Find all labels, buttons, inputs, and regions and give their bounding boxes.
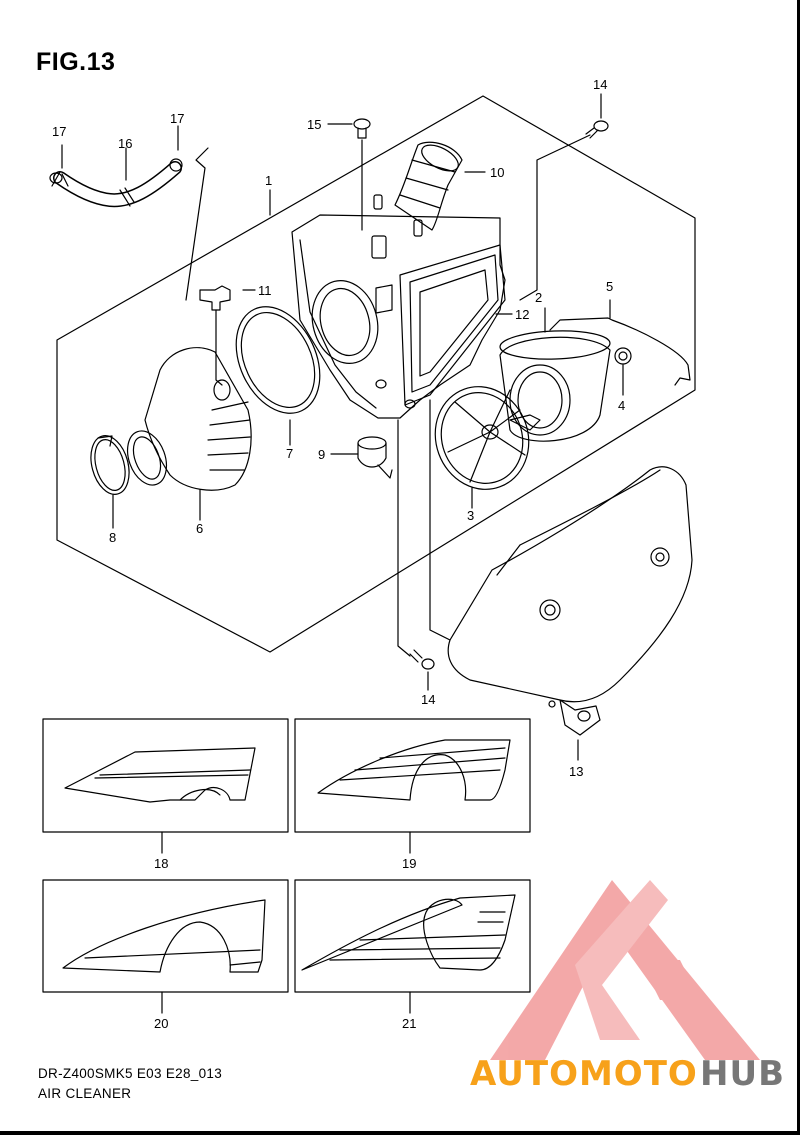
bolt-14-top [519,120,609,301]
callout-8: 8 [109,530,116,545]
callout-5: 5 [606,279,613,294]
gasket-7 [235,306,321,446]
callout-10: 10 [490,165,504,180]
callout-labels: 1 2 3 4 5 6 7 8 9 10 11 12 13 14 14 15 1… [52,77,625,1031]
inset-panel-20 [42,879,289,993]
callout-1: 1 [265,173,272,188]
page-edge-bottom [0,1131,800,1135]
bolt-15 [353,118,371,231]
watermark-wordmark: AUTOMOTO HUB [470,1054,785,1094]
watermark-logo [490,880,760,1060]
side-cover-13 [447,466,693,761]
bolt-14-bottom [397,399,451,691]
filter-element-2 [499,307,611,442]
callout-12: 12 [515,307,529,322]
assembly-outline [56,95,696,653]
page-edge-right [797,0,800,1135]
callout-17-left: 17 [52,124,66,139]
spring-5 [549,317,691,386]
callout-20: 20 [154,1016,168,1031]
callout-15: 15 [307,117,321,132]
callout-4: 4 [618,398,625,413]
callout-2: 2 [535,290,542,305]
inset-panel-19 [294,718,531,833]
leader-bracket [185,147,209,301]
clamp-8 [90,435,130,529]
callout-7: 7 [286,446,293,461]
filter-cage-3 [434,386,541,509]
inset-panel-21 [294,879,531,993]
diagram-name: AIR CLEANER [38,1086,132,1101]
callout-13: 13 [569,764,583,779]
grommet-4 [614,347,632,396]
callout-9: 9 [318,447,325,462]
fitting-11 [199,285,231,386]
drain-9 [357,436,393,479]
leader-16-17 [61,125,179,181]
callout-3: 3 [467,508,474,523]
callout-19: 19 [402,856,416,871]
callout-18: 18 [154,856,168,871]
callout-21: 21 [402,1016,416,1031]
air-cleaner-box-1 [291,194,506,419]
inset-panels [42,718,531,1014]
callout-17-right: 17 [170,111,184,126]
model-code: DR-Z400SMK5 E03 E28_013 [38,1066,223,1081]
callout-6: 6 [196,521,203,536]
intake-boot-10 [394,141,463,231]
hose-16 [49,158,183,208]
callout-14-top: 14 [593,77,607,92]
watermark-brand-a: AUTOMOTO [470,1054,698,1094]
inset-panel-18 [42,718,289,833]
watermark-brand-b: HUB [700,1054,785,1094]
figure-title: FIG.13 [36,48,116,76]
intake-duct-6 [126,347,252,521]
callout-16: 16 [118,136,132,151]
callout-14-bottom: 14 [421,692,435,707]
callout-11: 11 [258,283,272,298]
